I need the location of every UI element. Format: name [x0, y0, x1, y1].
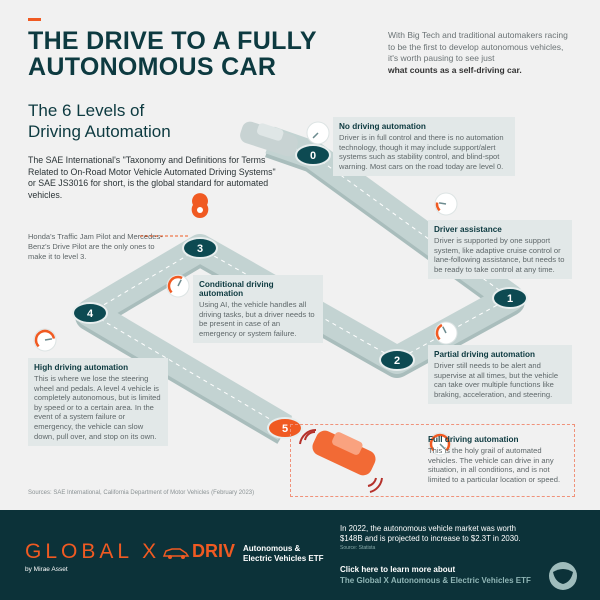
level-marker-2: 2	[379, 349, 415, 371]
car-grey-icon	[240, 121, 298, 157]
speedometer-icon	[428, 432, 452, 456]
svg-text:3: 3	[197, 243, 203, 255]
market-source: Source: Statista	[340, 545, 376, 551]
svg-text:4: 4	[87, 308, 94, 320]
level-marker-0: 0	[295, 144, 331, 166]
car-orange-icon	[312, 430, 376, 476]
level-marker-3: 3	[182, 237, 218, 259]
brand-sub: by Mirae Asset	[25, 566, 68, 573]
cta-text[interactable]: Click here to learn more about	[340, 565, 456, 574]
accent-bar	[28, 18, 41, 21]
level-marker-5: 5	[267, 417, 303, 439]
intro-text: With Big Tech and traditional automakers…	[388, 30, 568, 75]
level-5-card	[290, 424, 575, 497]
map-pin-icon	[191, 193, 209, 218]
svg-text:0: 0	[310, 150, 316, 162]
speedometer-icon	[434, 192, 458, 216]
etf-ticker: DRIV	[192, 541, 236, 561]
svg-text:1: 1	[507, 293, 513, 305]
svg-text:5: 5	[282, 423, 288, 435]
etf-name: Autonomous &Electric Vehicles ETF	[243, 544, 324, 563]
cta-link[interactable]: The Global X Autonomous & Electric Vehic…	[340, 576, 531, 585]
footer	[0, 510, 600, 600]
car-outline-icon	[162, 548, 190, 559]
sensor-waves-icon	[299, 428, 383, 493]
sources: Sources: SAE International, California D…	[28, 490, 255, 496]
global-x-logo: GLOBAL X	[25, 540, 161, 563]
road-diagram: 0 1 2 3 4 5	[33, 121, 528, 493]
speedometer-icon	[434, 321, 458, 345]
world-map-logo-icon	[549, 562, 577, 590]
speedometer-icon	[306, 121, 330, 145]
section-description: The SAE International's "Taxonomy and De…	[28, 155, 276, 200]
level-marker-4: 4	[72, 302, 108, 324]
level3-note: Honda's Traffic Jam Pilot and Mercedes-B…	[28, 232, 163, 261]
speedometer-icon	[166, 274, 190, 298]
speedometer-icon	[33, 328, 57, 352]
market-stat: In 2022, the autonomous vehicle market w…	[340, 524, 521, 543]
svg-text:2: 2	[394, 355, 400, 367]
level-marker-1: 1	[492, 287, 528, 309]
